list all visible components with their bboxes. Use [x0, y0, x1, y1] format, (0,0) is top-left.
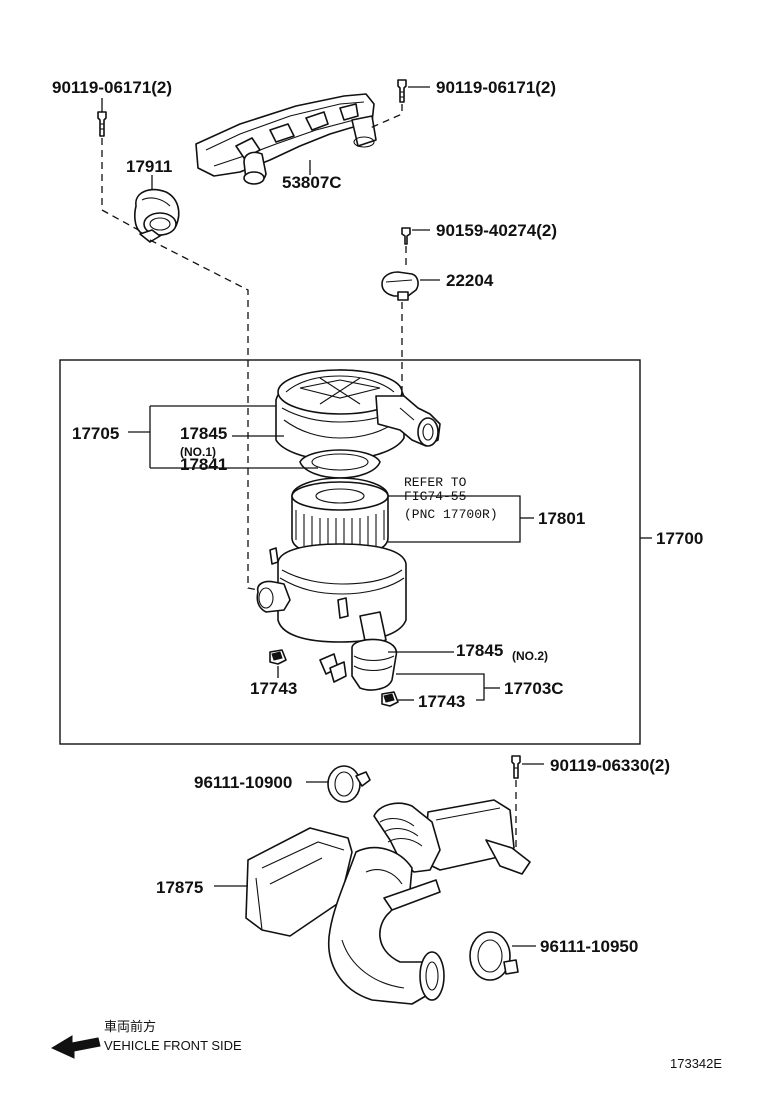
label-gasket-17845-bottom: 17845 — [456, 641, 503, 660]
diagram-code: 173342E — [670, 1056, 722, 1071]
filter-element-17801 — [291, 477, 389, 557]
hose-17911 — [134, 188, 180, 243]
clip-17743-right — [381, 691, 399, 707]
vehicle-front-arrow-icon — [50, 1035, 101, 1059]
label-bolt-top-left: 90119-06171(2) — [52, 78, 172, 97]
resonator-17875 — [245, 799, 531, 1005]
label-clip-17743-left: 17743 — [250, 679, 297, 698]
label-duct-53807c: 53807C — [282, 173, 342, 192]
seal-17841 — [299, 449, 381, 479]
bolt-90159 — [401, 227, 411, 245]
label-gasket-17845-top: 17845 — [180, 424, 227, 443]
air-cleaner-assy-box — [59, 359, 641, 745]
label-hose-17703c: 17703C — [504, 679, 564, 698]
bolt-top-left — [97, 111, 107, 137]
label-bolt-90119-06330: 90119-06330(2) — [550, 756, 670, 775]
label-gasket-no1: (NO.1) — [180, 445, 216, 459]
clamp-96111-10900 — [327, 765, 371, 803]
bolt-90119-06330 — [511, 755, 521, 779]
label-clip-17743-right: 17743 — [418, 692, 465, 711]
refer-note-line3: (PNC 17700R) — [404, 507, 498, 522]
sensor-22204 — [381, 271, 419, 301]
refer-note-line1: REFER TO — [404, 475, 467, 490]
label-element-17801: 17801 — [538, 509, 585, 528]
clip-17743-left — [269, 649, 287, 665]
label-bolt-90159: 90159-40274(2) — [436, 221, 557, 240]
label-gasket-no2: (NO.2) — [512, 649, 548, 663]
label-clamp-96111-10900: 96111-10900 — [194, 773, 292, 792]
label-assy-17700: 17700 — [656, 529, 703, 548]
label-sensor-22204: 22204 — [446, 271, 494, 290]
label-bolt-top-right: 90119-06171(2) — [436, 78, 556, 97]
direction-note-english: VEHICLE FRONT SIDE — [104, 1038, 242, 1053]
label-hose-17911: 17911 — [126, 157, 172, 176]
air-cleaner-case — [256, 543, 407, 647]
clamp-96111-10950 — [469, 931, 519, 981]
hose-17703c — [319, 638, 398, 691]
bolt-top-right — [397, 79, 407, 103]
label-assy-17705: 17705 — [72, 424, 119, 443]
direction-note-japanese: 車両前方 — [104, 1019, 156, 1034]
label-clamp-96111-10950: 96111-10950 — [540, 937, 638, 956]
air-duct-53807c — [195, 93, 377, 185]
label-resonator-17875: 17875 — [156, 878, 203, 897]
air-cleaner-cap — [275, 369, 441, 461]
label-seal-17841: 17841 — [180, 455, 227, 474]
